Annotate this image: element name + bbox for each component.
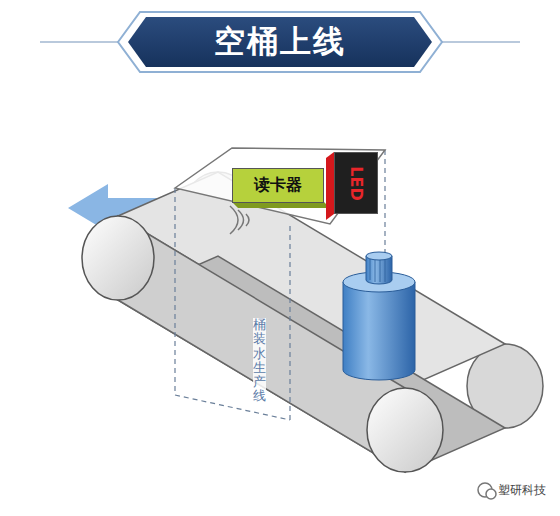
- roller-front: [367, 388, 443, 472]
- led-side: [326, 152, 334, 220]
- title-text: 空桶上线: [146, 17, 414, 67]
- node-text: LED: [347, 166, 366, 200]
- watermark-icon: [478, 483, 496, 499]
- watermark: 塑研科技: [498, 482, 546, 499]
- radio-waves: [230, 206, 249, 234]
- roller-front: [82, 216, 154, 300]
- line-label: 桶装水生产线: [253, 318, 266, 404]
- banner-outline: [118, 12, 442, 72]
- led-box: LED: [334, 152, 378, 214]
- reader-plate: [175, 148, 385, 224]
- title-banner: [40, 12, 520, 72]
- node-text: 读卡器: [254, 175, 302, 196]
- banner-rule: [40, 41, 130, 43]
- banner-fill: [128, 17, 432, 67]
- banner-rule: [430, 41, 520, 43]
- water-bucket: [343, 252, 415, 380]
- card-reader-box: 读卡器: [232, 168, 324, 203]
